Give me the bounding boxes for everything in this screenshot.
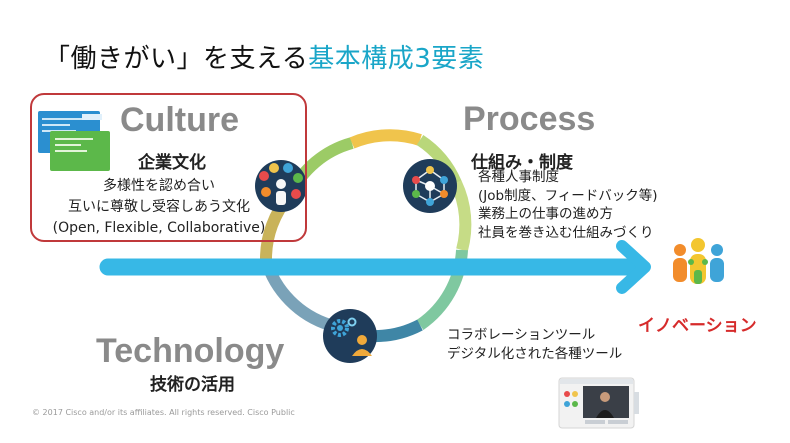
title-main: 「働きがい」を支える (44, 44, 309, 74)
innovation-label: イノベーション (638, 316, 757, 336)
process-subheading: 仕組み・制度 (471, 153, 573, 173)
title-accent: 基本構成3要素 (308, 44, 485, 74)
process-heading: Process (463, 100, 596, 138)
culture-description: 多様性を認め合い 互いに尊敬し受容しあう文化 (Open, Flexible, … (28, 176, 290, 239)
technology-gear-icon (323, 309, 377, 363)
process-line: (Job制度、フィードバック等) (478, 187, 658, 204)
video-conference-image (558, 377, 639, 429)
culture-subheading: 企業文化 (138, 153, 206, 173)
culture-line: 互いに尊敬し受容しあう文化 (68, 199, 250, 215)
process-network-icon (403, 159, 457, 213)
page-title: 「働きがい」を支える基本構成3要素 (44, 38, 484, 75)
technology-heading: Technology (96, 332, 285, 370)
culture-heading: Culture (120, 101, 239, 139)
culture-screens-image (38, 111, 110, 171)
culture-line: (Open, Flexible, Collaborative) (52, 220, 266, 236)
process-line: 各種人事制度 (478, 169, 559, 185)
culture-highlight-box (30, 93, 307, 242)
process-description: 各種人事制度 (Job制度、フィードバック等) 業務上の仕事の進め方 社員を巻き… (478, 168, 658, 242)
technology-line: コラボレーションツール (447, 327, 596, 343)
technology-subheading: 技術の活用 (150, 375, 235, 395)
culture-people-icon (255, 160, 307, 212)
process-line: 社員を巻き込む仕組みづくり (478, 224, 654, 241)
copyright-footer: © 2017 Cisco and/or its affiliates. All … (32, 408, 295, 417)
innovation-people-icon (673, 238, 724, 284)
technology-description: コラボレーションツール デジタル化された各種ツール (447, 326, 622, 364)
process-line: 業務上の仕事の進め方 (478, 206, 613, 222)
technology-line: デジタル化された各種ツール (447, 346, 623, 362)
culture-line: 多様性を認め合い (103, 178, 215, 194)
innovation-arrow (99, 240, 651, 294)
